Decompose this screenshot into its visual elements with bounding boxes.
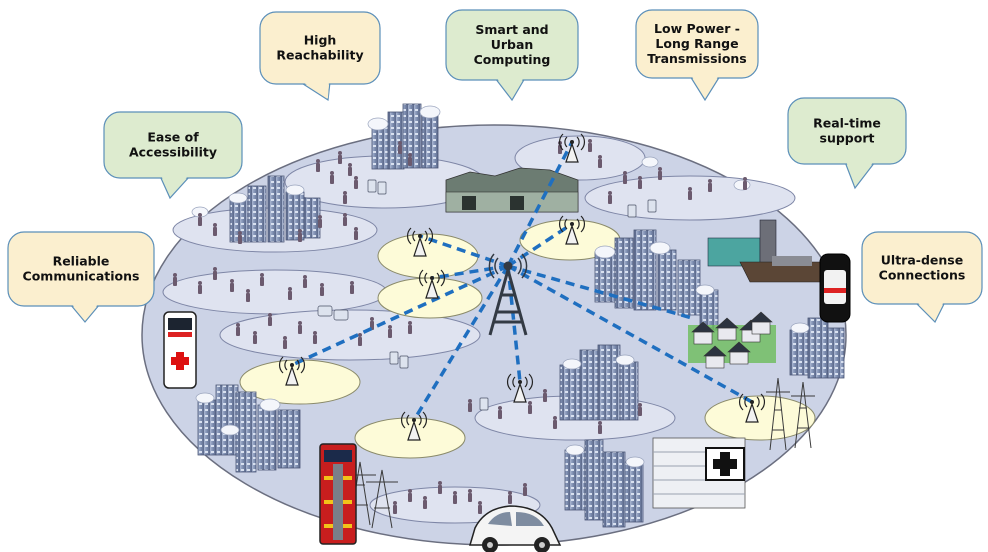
real-time-support-label-line: Real-time — [813, 116, 881, 131]
skyscraper-icon — [197, 103, 845, 528]
low-power-long-range-label-line: Long Range — [655, 36, 738, 51]
ultra-dense-connections-label-line: Connections — [879, 268, 966, 283]
factory-icon — [445, 167, 579, 213]
small-cell-antenna-icon — [559, 133, 585, 163]
base-station-tower-icon — [488, 253, 528, 336]
industrial-plant-icon — [707, 219, 831, 283]
small-cell-antenna-icon — [401, 411, 427, 441]
small-cell-antenna-icon — [507, 373, 533, 403]
small-cell-antenna-icon — [407, 227, 433, 257]
house-icon — [688, 311, 776, 369]
person-icon — [173, 139, 747, 514]
smart-urban-computing-label-line: Computing — [474, 52, 551, 67]
power-pylon-icon — [344, 377, 815, 529]
police-car-icon — [819, 253, 851, 323]
low-power-long-range-label-line: Low Power - — [654, 21, 740, 36]
high-reachability-label-line: Reachability — [276, 48, 363, 63]
small-cell-antenna-icon — [419, 269, 445, 299]
reliable-communications-label-line: Reliable — [53, 254, 110, 269]
small-cell-antenna-icon — [279, 356, 305, 386]
smart-urban-computing-label-line: Smart and — [475, 22, 548, 37]
low-power-long-range-label-line: Transmissions — [647, 51, 747, 66]
ambulance-icon — [163, 311, 197, 389]
ultra-dense-connections-label-line: Ultra-dense — [881, 253, 963, 268]
real-time-support-label-line: support — [820, 131, 875, 146]
small-cell-antenna-group — [279, 133, 765, 441]
hospital-icon — [652, 437, 746, 509]
ease-of-accessibility-label-line: Ease of — [147, 130, 199, 145]
cloud-icons — [191, 105, 810, 468]
car-icon — [468, 505, 562, 552]
smart-urban-computing-label-line: Urban — [491, 37, 534, 52]
small-cell-antenna-icon — [739, 393, 765, 423]
ease-of-accessibility-label-line: Accessibility — [129, 145, 217, 160]
reliable-communications-label-line: Communications — [23, 269, 140, 284]
high-reachability-label-line: High — [304, 33, 337, 48]
network-links — [291, 141, 753, 421]
phone-icon — [317, 179, 657, 411]
small-cell-antenna-icon — [559, 215, 585, 245]
fire-truck-icon — [319, 443, 357, 545]
